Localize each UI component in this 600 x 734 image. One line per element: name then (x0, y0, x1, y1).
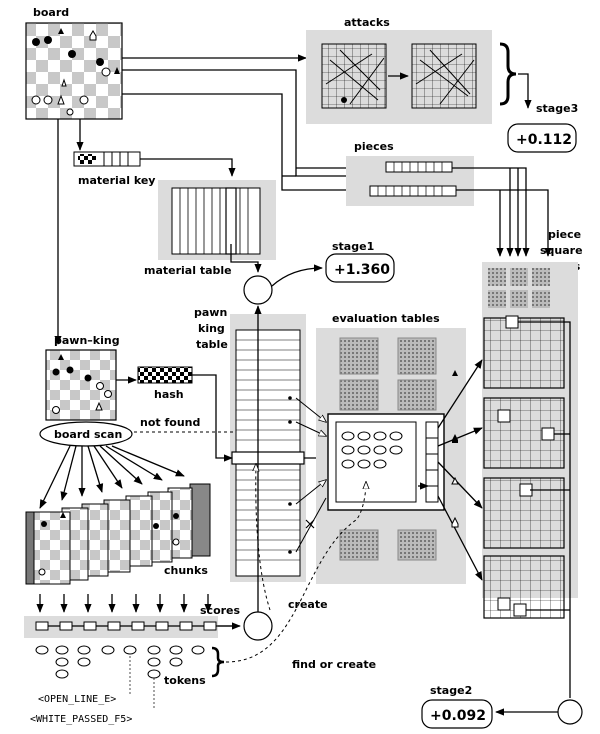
tokens (35, 645, 205, 679)
hash-key (137, 366, 193, 384)
chunks-stack (25, 483, 211, 585)
pawn-king-table-label-2: king (198, 322, 225, 335)
stage3-label: stage3 (536, 102, 578, 115)
attacks-board-1 (321, 43, 387, 109)
pawn-king-table-label-1: pawn (194, 306, 227, 319)
scan-fan-arrows (39, 445, 185, 509)
pst-table-3 (483, 477, 565, 549)
attacks-label: attacks (344, 16, 390, 29)
stage1-sum-node (243, 275, 273, 305)
pst-table-4 (483, 555, 565, 619)
black-pawn-icon (452, 370, 458, 376)
tokens-label: tokens (164, 674, 206, 687)
stage1-box (325, 253, 395, 283)
token-white-passed: <WHITE_PASSED_F5> (30, 714, 132, 725)
pst-table-1 (483, 315, 565, 389)
token-open-line: <OPEN_LINE_E> (38, 694, 116, 705)
material-table (171, 187, 261, 255)
stage3-value: +0.112 (516, 132, 572, 148)
scores-arrows (36, 594, 212, 613)
pawn-king-board (45, 349, 117, 421)
evaluation-small-tables (339, 337, 437, 561)
evaluation-tables-label: evaluation tables (332, 312, 440, 325)
pst-table-2 (483, 397, 565, 469)
board-scan-node (39, 421, 133, 447)
attacks-board-2 (411, 43, 477, 109)
pawn-king-table (231, 329, 305, 577)
stage2-sum-node (557, 699, 583, 725)
material-table-label: material table (144, 264, 232, 277)
pieces-vectors (369, 161, 457, 197)
pst-label-1: piece (548, 228, 581, 241)
hash-label: hash (154, 388, 184, 401)
pst-small-grids (488, 268, 550, 308)
black-knight-icon (452, 434, 458, 443)
find-or-create-label: find or create (292, 658, 376, 671)
pieces-label: pieces (354, 140, 394, 153)
stage2-label: stage2 (430, 684, 472, 697)
white-knight-icon (451, 516, 459, 528)
board-scan-label: board scan (54, 428, 122, 441)
not-found-label: not found (140, 416, 200, 429)
scores-chain (35, 621, 238, 631)
stage2-value: +0.092 (430, 708, 486, 724)
board (25, 22, 123, 120)
stage2-box (421, 699, 493, 729)
pawn-king-table-label-3: table (196, 338, 228, 351)
stage1-label: stage1 (332, 240, 374, 253)
stage3-box (507, 123, 577, 153)
create-label: create (288, 598, 328, 611)
pst-label-2: square (540, 244, 583, 257)
chunks-label: chunks (164, 564, 208, 577)
scores-sum-node (243, 611, 273, 641)
scores-label: scores (200, 604, 241, 617)
material-key-label: material key (78, 174, 155, 187)
pawn-king-label: pawn–king (54, 334, 120, 347)
stage1-value: +1.360 (334, 262, 390, 278)
evaluation-main-table (327, 413, 445, 511)
board-label: board (33, 6, 69, 19)
white-pawn-icon (451, 476, 459, 485)
material-key (73, 151, 141, 167)
